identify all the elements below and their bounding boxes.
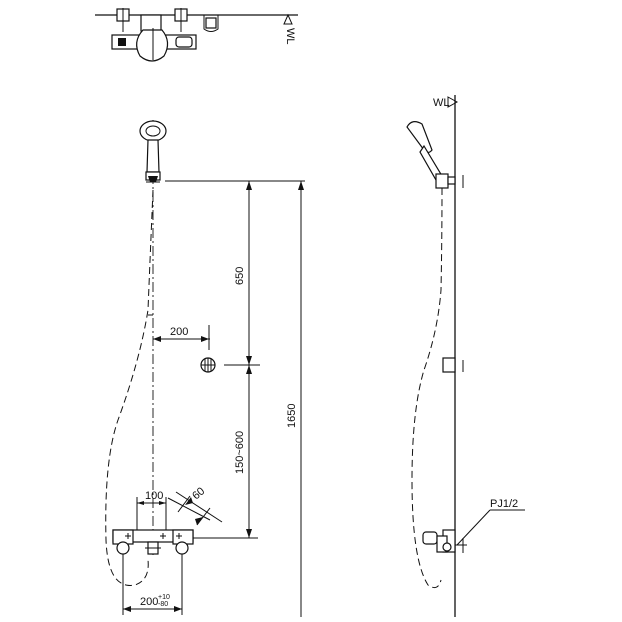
dim-200-tol-upper: +10 bbox=[158, 594, 170, 601]
dim-150-600-label: 150~600 bbox=[234, 431, 246, 474]
handle-left-top bbox=[118, 38, 126, 46]
pj-label: PJ1/2 bbox=[490, 498, 518, 510]
mixer-body-front bbox=[112, 529, 194, 555]
hose-side bbox=[411, 187, 443, 589]
front-elevation: 200 650 150~600 1650 100 bbox=[105, 120, 305, 617]
shower-head-side bbox=[406, 121, 464, 189]
dim-200-upper-label: 200 bbox=[170, 326, 188, 338]
wl-label-top: WL bbox=[284, 28, 296, 45]
top-plan-view: WL bbox=[95, 8, 298, 62]
pj-leader bbox=[456, 509, 491, 546]
wl-label-side: WL bbox=[433, 97, 450, 109]
side-elevation: WL PJ1/2 bbox=[406, 95, 525, 617]
shower-head-front bbox=[139, 120, 167, 183]
slide-hook-front bbox=[200, 357, 216, 373]
dim-1650-label: 1650 bbox=[286, 404, 298, 428]
spout-top bbox=[136, 29, 169, 62]
dim-650-label: 650 bbox=[234, 267, 246, 285]
slide-hook-side bbox=[442, 357, 456, 373]
center-block-top bbox=[140, 14, 162, 32]
mixer-side bbox=[422, 529, 467, 553]
hose-front bbox=[105, 189, 154, 586]
hook-top bbox=[203, 15, 219, 32]
wl-triangle-side bbox=[447, 96, 459, 108]
wl-triangle-top bbox=[283, 13, 293, 25]
dim-200-bottom-label: 200 bbox=[140, 596, 158, 608]
dim-60-label: 60 bbox=[190, 485, 207, 502]
handle-right-top bbox=[175, 36, 193, 48]
dim-200-tol-lower: -80 bbox=[158, 601, 168, 608]
dim-100-label: 100 bbox=[145, 490, 163, 502]
